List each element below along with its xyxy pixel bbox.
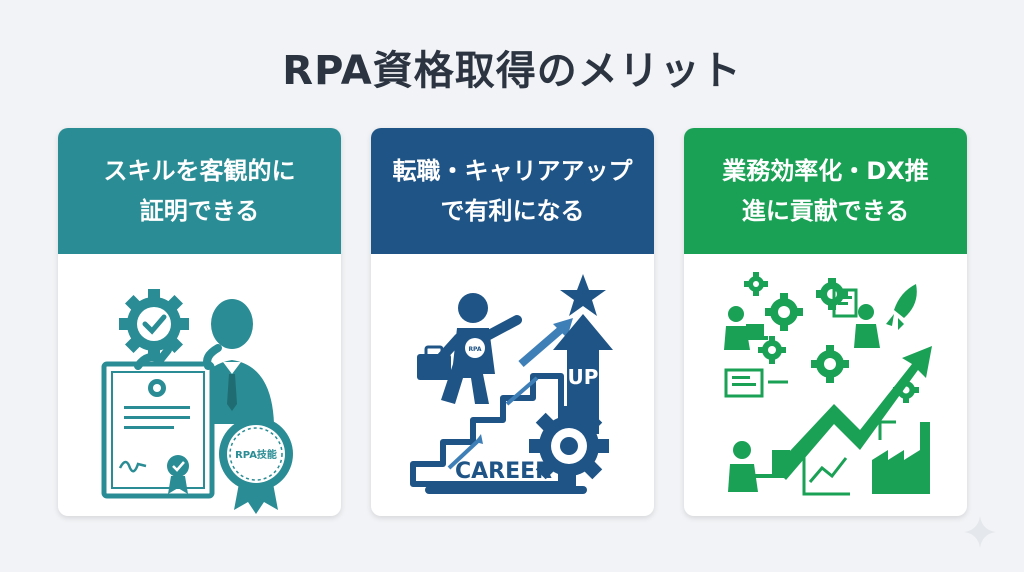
factory-icon	[872, 422, 930, 494]
briefcase-icon	[417, 345, 451, 380]
badge-label: RPA技能	[235, 448, 277, 461]
career-label: CAREER	[455, 459, 552, 484]
card-header: 業務効率化・DX推 進に貢献できる	[684, 128, 967, 254]
card-skill-proof: スキルを客観的に 証明できる	[58, 128, 341, 516]
dx-illustration	[684, 254, 967, 516]
card-header: 転職・キャリアアップ で有利になる	[371, 128, 654, 254]
sparkle-icon	[964, 516, 996, 548]
career-illustration: CAREER UP	[371, 254, 654, 516]
climbing-person-icon: RPA	[436, 293, 522, 404]
monitor-icon	[724, 368, 788, 398]
page-title: RPA資格取得のメリット	[282, 48, 742, 94]
rocket-icon	[886, 284, 917, 330]
badge-label: RPA	[468, 346, 481, 353]
up-label: UP	[568, 365, 599, 389]
card-header-line: 進に貢献できる	[741, 197, 910, 225]
gear-icon	[529, 406, 609, 486]
card-career-up: 転職・キャリアアップ で有利になる CAREER UP	[371, 128, 654, 516]
card-header-line: 証明できる	[139, 197, 260, 225]
star-icon	[560, 274, 606, 316]
card-header-line: スキルを客観的に	[103, 157, 296, 185]
card-header-line: 転職・キャリアアップ	[392, 157, 633, 185]
skill-illustration: RPA技能	[58, 254, 341, 516]
card-header-line: で有利になる	[440, 197, 585, 225]
card-header: スキルを客観的に 証明できる	[58, 128, 341, 254]
certificate-icon	[101, 344, 222, 499]
stairs-icon	[410, 373, 564, 487]
rosette-icon: RPA技能	[219, 417, 293, 514]
growth-arrow-icon	[774, 346, 932, 480]
up-arrow-icon: UP	[553, 314, 613, 434]
card-dx-contribution: 業務効率化・DX推 進に貢献できる	[684, 128, 967, 516]
card-header-line: 業務効率化・DX推	[722, 157, 929, 185]
workers-icon	[724, 288, 880, 492]
gear-check-icon	[119, 289, 189, 359]
